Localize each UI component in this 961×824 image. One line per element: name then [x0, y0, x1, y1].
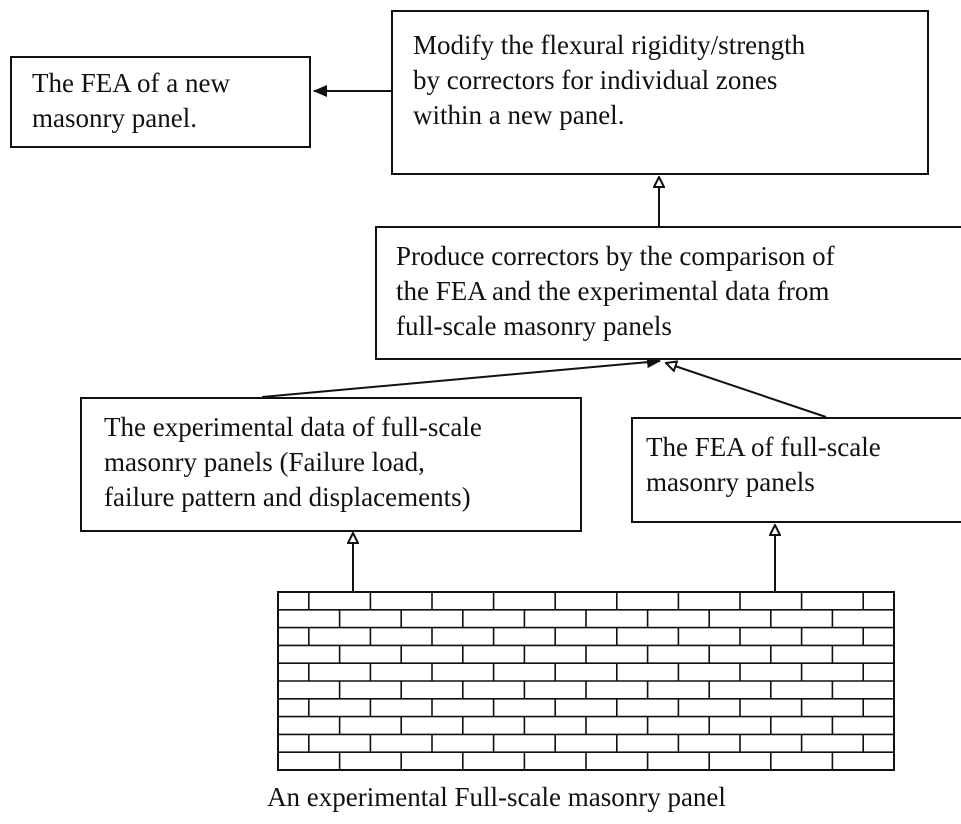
- masonry-panel-illustration: [277, 591, 895, 771]
- produce-correctors-line-1: Produce correctors by the comparison of: [396, 241, 835, 271]
- modify-rigidity-line-1: Modify the flexural rigidity/strength: [413, 30, 806, 60]
- modify-rigidity-line-2: by correctors for individual zones: [413, 65, 778, 95]
- experimental-data-line-1: The experimental data of full-scale: [104, 412, 482, 442]
- produce-correctors-line-2: the FEA and the experimental data from: [396, 276, 830, 306]
- experimental-data-line-3: failure pattern and displacements): [104, 482, 471, 512]
- full-scale-fea-box: The FEA of full-scale masonry panels: [631, 417, 961, 523]
- masonry-panel-caption: An experimental Full-scale masonry panel: [267, 782, 726, 812]
- arrow-fea-full-to-produce: [666, 363, 827, 418]
- full-scale-fea-line-1: The FEA of full-scale: [646, 432, 881, 462]
- new-panel-fea-line-1: The FEA of a new: [32, 68, 230, 98]
- produce-correctors-line-3: full-scale masonry panels: [396, 311, 672, 341]
- arrow-experimental-to-produce: [261, 356, 661, 398]
- experimental-data-line-2: masonry panels (Failure load,: [104, 447, 425, 477]
- produce-correctors-box: Produce correctors by the comparison of …: [375, 226, 961, 360]
- experimental-data-box: The experimental data of full-scale maso…: [80, 397, 582, 532]
- new-panel-fea-box: The FEA of a new masonry panel.: [10, 56, 311, 148]
- full-scale-fea-line-2: masonry panels: [646, 467, 815, 497]
- modify-rigidity-box: Modify the flexural rigidity/strength by…: [391, 10, 929, 175]
- modify-rigidity-line-3: within a new panel.: [413, 100, 625, 130]
- new-panel-fea-line-2: masonry panel.: [32, 103, 197, 133]
